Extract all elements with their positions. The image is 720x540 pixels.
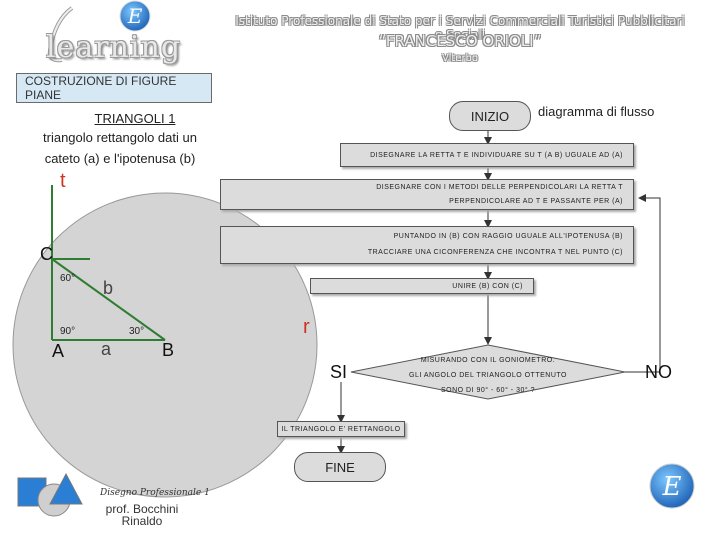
section-title-box: COSTRUZIONE DI FIGURE PIANE (16, 73, 212, 103)
flow-step-2: DISEGNARE CON I METODI DELLE PERPENDICOL… (220, 179, 634, 210)
label-r: r (303, 316, 310, 338)
angle-90-label: 90° (60, 326, 76, 337)
label-t: t (60, 170, 66, 192)
logo-graphic: E (47, 0, 151, 63)
flow-yes-label: SI (330, 362, 348, 382)
logo-text: learning (46, 30, 182, 65)
flow-step-4: UNIRE (B) CON (C) (310, 278, 534, 294)
flow-result: IL TRIANGOLO E' RETTANGOLO (277, 421, 405, 437)
description-line-2: cateto (a) e l'ipotenusa (b) (44, 151, 196, 166)
flow-title: diagramma di flusso (538, 104, 655, 119)
footer-author: prof. Bocchini Rinaldo (100, 503, 184, 527)
svg-text:E: E (662, 472, 682, 502)
footer-logo-icon: E (649, 463, 695, 509)
description-line-1: triangolo rettangolo dati un (43, 130, 197, 145)
decision-line-2: GLI ANGOLO DEL TRIANGOLO OTTENUTO (409, 372, 567, 379)
svg-text:E: E (127, 4, 143, 28)
flow-step-1-text: DISEGNARE LA RETTA t E INDIVIDUARE SU t … (370, 151, 623, 159)
flow-step-3: PUNTANDO IN (B) CON RAGGIO UGUALE ALL'IP… (220, 226, 634, 264)
flow-result-text: IL TRIANGOLO E' RETTANGOLO (281, 425, 401, 433)
flow-step-3-line-1: PUNTANDO IN (B) CON RAGGIO UGUALE ALL'IP… (393, 233, 623, 240)
decision-line-3: SONO DI 90° - 60° - 30° ? (440, 387, 536, 394)
label-C: C (40, 244, 53, 264)
flow-step-3-line-2: TRACCIARE UNA CICONFERENZA CHE INCONTRA … (367, 249, 623, 256)
institute-school-name: “FRANCESCO ORIOLI” (378, 32, 542, 50)
flow-no-label: NO (645, 362, 672, 382)
flow-end: FINE (294, 452, 386, 482)
decision-line-1: MISURANDO CON IL GONIOMETRO. (420, 357, 556, 364)
flow-step-1: DISEGNARE LA RETTA t E INDIVIDUARE SU t … (340, 143, 634, 167)
subtitle: TRIANGOLI 1 (94, 111, 176, 126)
institute-name: Istituto Professionale di Stato per i Se… (235, 14, 685, 42)
footer-shapes-icon (17, 472, 83, 517)
label-a: a (101, 339, 112, 359)
footer-author-line-1: prof. Bocchini (105, 502, 179, 516)
angle-60-label: 60° (60, 273, 76, 284)
flow-step-2-line-2: PERPENDICOLARE AD t E PASSANTE PER (A) (449, 197, 623, 205)
section-title: COSTRUZIONE DI FIGURE PIANE (25, 74, 177, 102)
label-A: A (52, 341, 65, 361)
label-B: B (162, 340, 175, 360)
footer-course: Disegno Professionale 1 (100, 488, 210, 498)
institute-city: Viterbo (441, 53, 479, 64)
footer-author-line-2: Rinaldo (121, 514, 163, 528)
angle-30-label: 30° (129, 326, 145, 337)
flow-start: INIZIO (449, 101, 531, 131)
decision-text: MISURANDO CON IL GONIOMETRO. GLI ANGOLO … (390, 353, 586, 398)
flow-step-4-text: UNIRE (B) CON (C) (452, 282, 523, 290)
label-b: b (103, 278, 114, 298)
logo: E (10, 0, 180, 70)
flow-step-2-line-1: DISEGNARE CON I METODI DELLE PERPENDICOL… (376, 183, 623, 191)
